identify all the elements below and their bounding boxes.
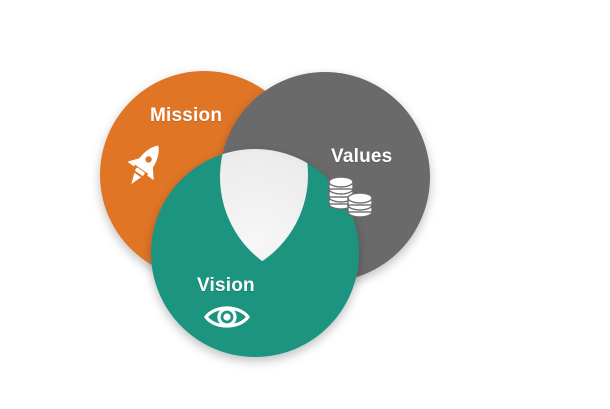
rocket-icon	[127, 145, 159, 185]
eye-icon	[203, 306, 251, 328]
values-label: Values	[331, 146, 393, 167]
mission-label: Mission	[150, 105, 223, 126]
coins-icon	[328, 176, 373, 218]
vision-label: Vision	[197, 275, 255, 296]
